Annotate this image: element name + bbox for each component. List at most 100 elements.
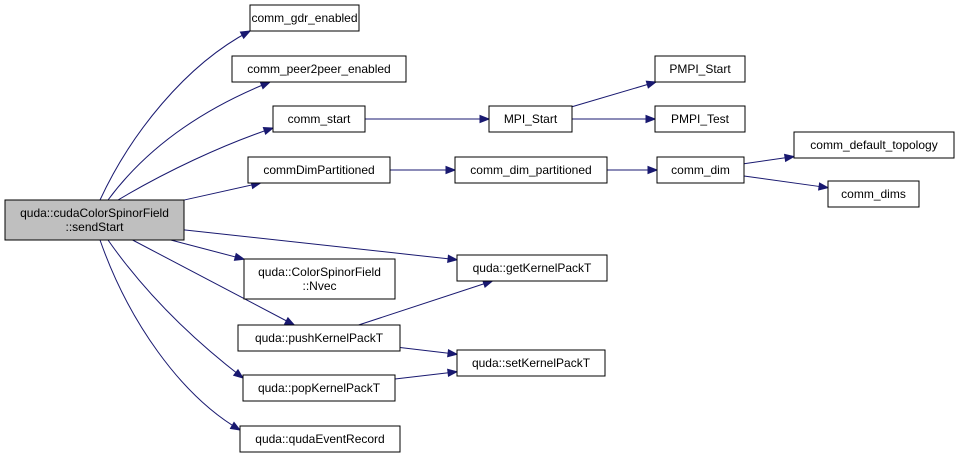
node-popk[interactable]: quda::popKernelPackT bbox=[242, 374, 396, 402]
edge-mpistart-to-pmpistart bbox=[571, 80, 658, 108]
node-cdp[interactable]: commDimPartitioned bbox=[247, 156, 391, 184]
edge-cdim-to-cdims bbox=[743, 175, 830, 191]
node-pmpitest[interactable]: PMPI_Test bbox=[654, 105, 746, 133]
node-cdt[interactable]: comm_default_topology bbox=[793, 131, 955, 159]
arrowhead-icon bbox=[233, 252, 246, 261]
edge-root-to-p2p bbox=[107, 81, 272, 201]
node-label: quda::ColorSpinorField bbox=[258, 265, 381, 279]
edge-line bbox=[183, 229, 458, 261]
node-label: quda::setKernelPackT bbox=[472, 356, 591, 370]
edge-cdp-to-cdp2 bbox=[390, 165, 457, 175]
edge-cstart-to-mpistart bbox=[365, 114, 491, 124]
node-label: comm_gdr_enabled bbox=[251, 11, 357, 25]
edge-line bbox=[394, 371, 458, 380]
edge-line bbox=[183, 182, 261, 201]
edge-root-to-nvec bbox=[170, 239, 246, 261]
edge-root-to-pushk bbox=[132, 239, 296, 326]
arrowhead-icon bbox=[818, 182, 830, 191]
node-label: ::Nvec bbox=[302, 279, 336, 293]
edge-pushk-to-skpt bbox=[399, 347, 459, 358]
node-box bbox=[272, 105, 366, 133]
arrowhead-icon bbox=[283, 316, 296, 326]
node-root[interactable]: quda::cudaColorSpinorField::sendStart bbox=[4, 199, 185, 241]
node-box bbox=[243, 258, 396, 300]
edge-line bbox=[358, 280, 493, 326]
node-p2p[interactable]: comm_peer2peer_enabled bbox=[231, 55, 407, 83]
node-box bbox=[242, 374, 396, 402]
edge-root-to-qer bbox=[99, 239, 242, 431]
arrowhead-icon bbox=[447, 254, 459, 263]
edge-line bbox=[117, 127, 274, 201]
node-box bbox=[488, 105, 573, 133]
node-box bbox=[793, 131, 955, 159]
node-cdims[interactable]: comm_dims bbox=[827, 180, 920, 208]
arrowhead-icon bbox=[239, 30, 252, 40]
node-cstart[interactable]: comm_start bbox=[272, 105, 366, 133]
node-box bbox=[231, 55, 407, 83]
arrowhead-icon bbox=[447, 348, 459, 358]
node-pushk[interactable]: quda::pushKernelPackT bbox=[237, 324, 401, 352]
edge-root-to-cstart bbox=[117, 126, 275, 201]
node-label: MPI_Start bbox=[504, 112, 558, 126]
node-cdp2[interactable]: comm_dim_partitioned bbox=[454, 156, 608, 184]
node-label: PMPI_Start bbox=[669, 62, 731, 76]
node-box bbox=[827, 180, 920, 208]
node-pmpistart[interactable]: PMPI_Start bbox=[654, 55, 746, 83]
node-label: quda::getKernelPackT bbox=[473, 261, 592, 275]
arrowhead-icon bbox=[647, 165, 659, 175]
arrowhead-icon bbox=[259, 81, 272, 90]
node-label: comm_peer2peer_enabled bbox=[247, 62, 390, 76]
node-gkpt[interactable]: quda::getKernelPackT bbox=[456, 254, 608, 282]
edge-line bbox=[132, 239, 295, 326]
node-label: comm_start bbox=[288, 112, 351, 126]
edges-layer bbox=[99, 30, 830, 431]
node-box bbox=[656, 156, 745, 184]
node-label: comm_default_topology bbox=[810, 138, 937, 152]
arrowhead-icon bbox=[232, 368, 245, 379]
edge-root-to-gkpt bbox=[183, 229, 459, 263]
node-box bbox=[456, 254, 608, 282]
edge-line bbox=[99, 239, 241, 431]
node-label: quda::pushKernelPackT bbox=[255, 331, 384, 345]
arrowhead-icon bbox=[783, 153, 796, 163]
node-label: comm_dim bbox=[671, 163, 730, 177]
node-box bbox=[239, 425, 401, 453]
node-gdr[interactable]: comm_gdr_enabled bbox=[249, 4, 360, 32]
node-label: quda::cudaColorSpinorField bbox=[20, 206, 169, 220]
arrowhead-icon bbox=[645, 114, 657, 124]
node-label: quda::qudaEventRecord bbox=[255, 432, 384, 446]
edge-line bbox=[107, 239, 244, 379]
edge-cdp2-to-cdim bbox=[607, 165, 659, 175]
node-box bbox=[4, 199, 185, 241]
node-cdim[interactable]: comm_dim bbox=[656, 156, 745, 184]
node-skpt[interactable]: quda::setKernelPackT bbox=[456, 349, 606, 377]
node-mpistart[interactable]: MPI_Start bbox=[488, 105, 573, 133]
edge-line bbox=[99, 30, 251, 201]
node-box bbox=[454, 156, 608, 184]
edge-mpistart-to-pmpitest bbox=[572, 114, 657, 124]
node-qer[interactable]: quda::qudaEventRecord bbox=[239, 425, 401, 453]
node-box bbox=[249, 4, 360, 32]
arrowhead-icon bbox=[645, 80, 658, 89]
node-nvec[interactable]: quda::ColorSpinorField::Nvec bbox=[243, 258, 396, 300]
edge-line bbox=[743, 175, 829, 189]
edge-line bbox=[170, 239, 245, 260]
edge-popk-to-skpt bbox=[394, 368, 459, 380]
node-label: comm_dim_partitioned bbox=[470, 163, 591, 177]
node-label: ::sendStart bbox=[65, 220, 124, 234]
node-label: comm_dims bbox=[841, 187, 906, 201]
edge-line bbox=[571, 81, 657, 108]
arrowhead-icon bbox=[229, 421, 242, 431]
edge-root-to-cdp bbox=[183, 180, 262, 201]
arrowhead-icon bbox=[479, 114, 491, 124]
node-box bbox=[237, 324, 401, 352]
edge-root-to-popk bbox=[107, 239, 245, 379]
node-label: PMPI_Test bbox=[671, 112, 730, 126]
arrowhead-icon bbox=[262, 126, 275, 136]
node-box bbox=[456, 349, 606, 377]
arrowhead-icon bbox=[445, 165, 457, 175]
node-box bbox=[654, 55, 746, 83]
edge-line bbox=[107, 81, 271, 201]
nodes-layer: quda::cudaColorSpinorField::sendStart com… bbox=[4, 4, 955, 453]
